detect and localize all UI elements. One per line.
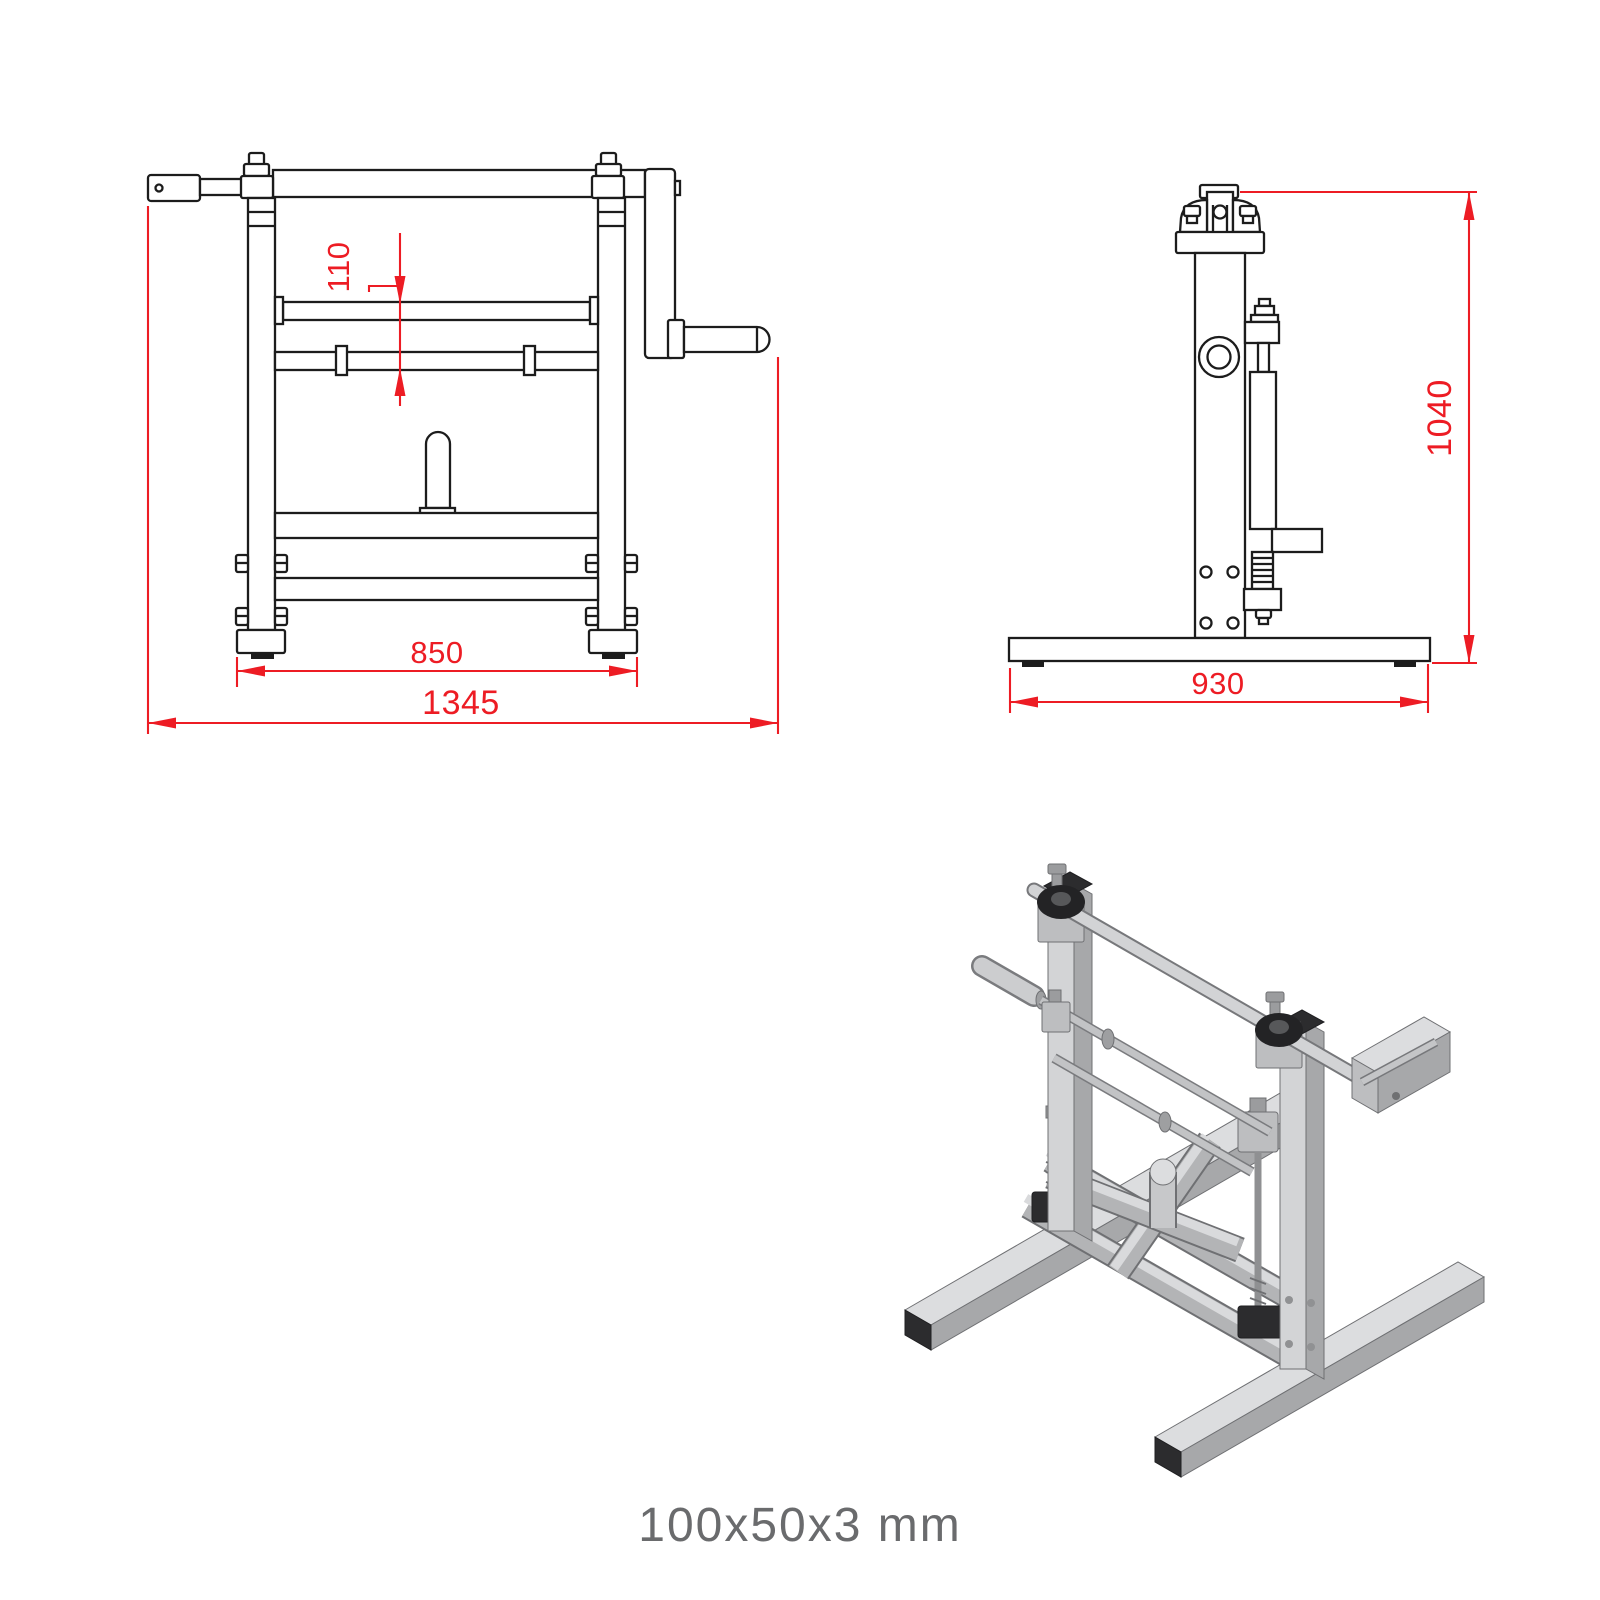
- base-pad-right: [1394, 661, 1416, 667]
- bearing-right: [590, 151, 626, 200]
- bearing-bolts: [1182, 204, 1258, 225]
- dim-base-depth: 930: [1008, 664, 1430, 713]
- dim-label-110: 110: [321, 242, 356, 293]
- adjuster-assembly: [1242, 297, 1324, 626]
- foot-pad-left: [251, 653, 274, 659]
- frame-bar-upper: [273, 511, 600, 540]
- shaft-stub-left: [198, 177, 248, 197]
- iso-pillow-bearing-right: [1255, 991, 1303, 1047]
- crank-handle: [682, 325, 771, 354]
- bearing-base-plate: [1174, 230, 1266, 255]
- post-left: [246, 196, 277, 632]
- iso-handle-bar: [971, 955, 1273, 1137]
- column-hole: [1199, 616, 1213, 630]
- column-hole: [1199, 565, 1213, 579]
- caption-tube-size: 100x50x3 mm: [638, 1499, 962, 1552]
- adjuster-arm: [1270, 527, 1324, 554]
- iso-weight-peg: [1149, 1158, 1177, 1228]
- iso-crank-bracket: [1350, 1016, 1452, 1114]
- isometric-view: [904, 863, 1486, 1478]
- crank-plate: [643, 167, 677, 360]
- shaft-end-hole: [154, 183, 164, 193]
- dim-feet-span: 850: [235, 635, 639, 687]
- dim-label-930: 930: [1191, 666, 1244, 701]
- dim-label-1040: 1040: [1421, 379, 1459, 457]
- crank-hub: [666, 318, 686, 360]
- dim-total-width: 1345: [146, 206, 780, 734]
- base-plate: [1007, 636, 1432, 663]
- frame-bar-lower: [273, 576, 600, 602]
- bar1-tab-left: [273, 295, 285, 326]
- dim-label-1345: 1345: [422, 684, 500, 722]
- column: [1193, 251, 1247, 640]
- dim-label-850: 850: [410, 635, 463, 670]
- column-hole: [1226, 565, 1240, 579]
- bearing-left: [239, 151, 275, 200]
- column-hole: [1226, 616, 1240, 630]
- dim-height: 1040: [1240, 190, 1477, 665]
- iso-cross-rod: [1051, 1053, 1255, 1177]
- foot-pad-right: [602, 653, 625, 659]
- side-view: 1040 930: [1007, 183, 1477, 713]
- cross-bar-2: [273, 350, 600, 372]
- weight-peg: [424, 430, 452, 510]
- pivot-hole: [1212, 204, 1228, 220]
- dim-bar-offset: 110: [321, 233, 406, 406]
- bar1-tab-right: [588, 295, 600, 326]
- foot-left: [235, 628, 287, 655]
- main-shaft: [271, 168, 647, 199]
- post-right: [596, 196, 627, 632]
- bar2-collar-right: [522, 344, 537, 377]
- base-pad-left: [1022, 661, 1044, 667]
- frame-bolts: [234, 553, 639, 627]
- foot-right: [587, 628, 639, 655]
- bar2-collar-left: [334, 344, 349, 377]
- cross-bar-1: [281, 300, 592, 322]
- iso-pillow-bearing-left: [1037, 863, 1085, 919]
- crank-plate-tab: [673, 179, 682, 197]
- pivot-boss-bore: [1206, 344, 1232, 370]
- front-view: 110 850 1345: [146, 151, 780, 734]
